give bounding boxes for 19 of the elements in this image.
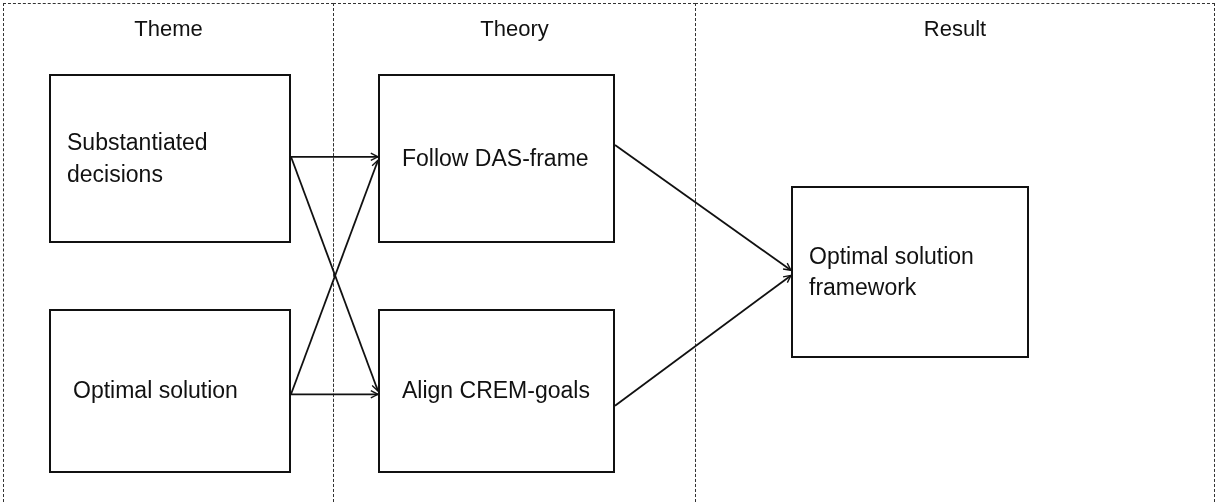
arrow	[290, 152, 379, 162]
arrow	[614, 144, 792, 272]
process-box	[49, 74, 291, 243]
column-heading: Theme	[133, 16, 204, 42]
column-band	[3, 3, 334, 502]
box-label: Optimal solution	[73, 376, 238, 406]
arrow	[290, 390, 379, 399]
box-label: Substantiated decisions	[67, 128, 209, 189]
process-box	[791, 186, 1029, 358]
process-box	[49, 309, 291, 473]
column-band	[695, 3, 1215, 502]
box-label: Align CREM-goals	[402, 376, 590, 406]
box-label: Follow DAS-frame	[402, 143, 589, 173]
process-box	[378, 74, 615, 243]
box-label: Optimal solution framework	[809, 241, 975, 302]
column-heading: Result	[922, 16, 988, 42]
column-heading: Theory	[479, 16, 550, 42]
process-box	[378, 309, 615, 473]
arrow	[614, 274, 792, 407]
